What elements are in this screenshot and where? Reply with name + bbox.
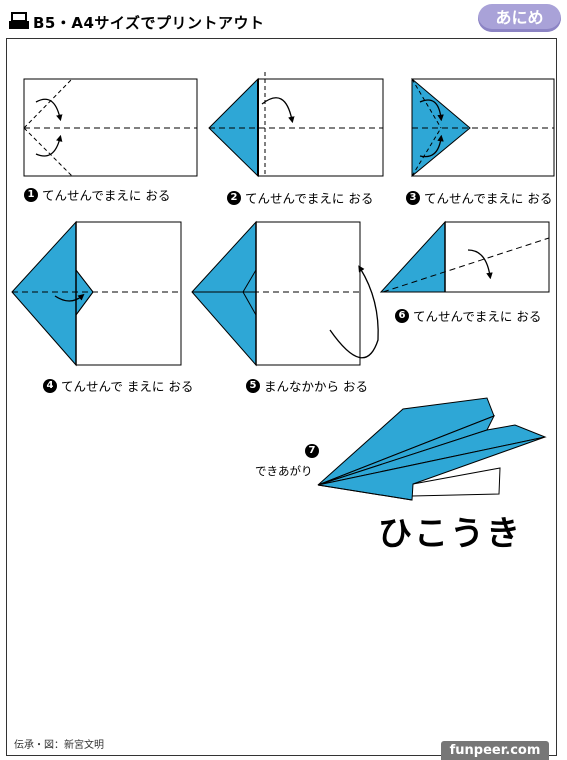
step-number: 6	[395, 308, 409, 323]
step-text: てんせんでまえに おる	[424, 191, 553, 206]
step-5-diagram	[191, 220, 379, 367]
step-text: てんせんでまえに おる	[245, 191, 374, 206]
step-text: まんなかから おる	[264, 379, 368, 394]
result-title: ひこうき	[378, 514, 522, 554]
step-number: 7	[305, 444, 319, 458]
step-text: てんせんで まえに おる	[61, 379, 194, 394]
step-6-label: 6 てんせんでまえに おる	[395, 306, 541, 325]
step-1-label: 1 てんせんでまえに おる	[24, 185, 170, 204]
step-2-diagram	[208, 72, 384, 178]
step-7-airplane	[317, 397, 547, 501]
step-2-label: 2 てんせんでまえに おる	[227, 188, 373, 207]
step-4-diagram	[11, 220, 182, 367]
step-7-number: 7	[305, 444, 323, 458]
site-link[interactable]: funpeer.com	[441, 741, 549, 760]
step-text: てんせんでまえに おる	[413, 309, 542, 324]
step-number: 4	[43, 378, 57, 393]
step-text: てんせんでまえに おる	[42, 188, 171, 203]
step-number: 5	[246, 378, 260, 393]
step-3-diagram	[411, 77, 555, 178]
page-header: B5・A4サイズでプリントアウト あにめ	[0, 0, 567, 38]
step-4-label: 4 てんせんで まえに おる	[43, 376, 193, 395]
step-number: 2	[227, 190, 241, 205]
anime-badge-button[interactable]: あにめ	[478, 4, 561, 32]
step-3-label: 3 てんせんでまえに おる	[406, 188, 552, 207]
printer-icon[interactable]	[8, 12, 30, 30]
credit-text: 伝承・図：新宮文明	[14, 740, 104, 751]
step-7-label: できあがり	[255, 464, 313, 478]
print-size-title: B5・A4サイズでプリントアウト	[33, 14, 265, 32]
step-number: 3	[406, 190, 420, 205]
step-1-diagram	[23, 78, 198, 177]
step-number: 1	[24, 187, 38, 202]
instruction-frame	[6, 38, 557, 756]
step-5-label: 5 まんなかから おる	[246, 376, 368, 395]
step-6-diagram	[379, 220, 550, 293]
